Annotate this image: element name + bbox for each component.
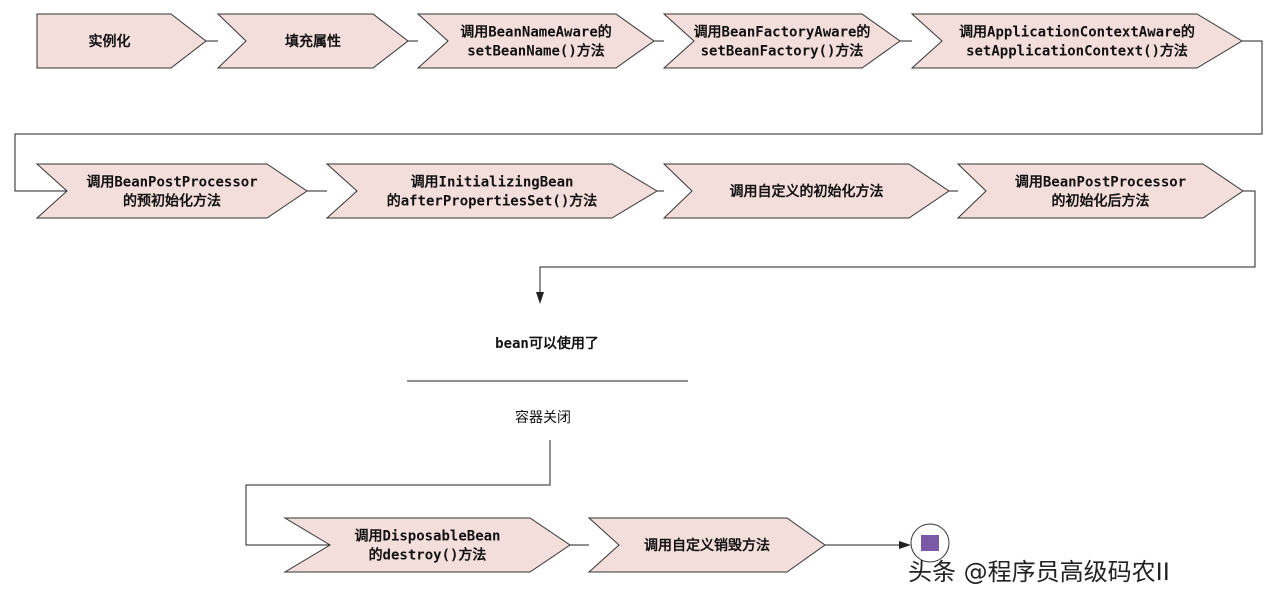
row3-step-2: 调用自定义销毁方法 (587, 517, 826, 573)
step-label: 填充属性 (285, 33, 341, 50)
row2-step-1: 调用BeanPostProcessor 的预初始化方法 (35, 163, 308, 219)
row1-step-4: 调用BeanFactoryAware的 setBeanFactory()方法 (662, 13, 901, 69)
step-label: 调用InitializingBean (411, 175, 574, 191)
row1-step-5: 调用ApplicationContextAware的 setApplication… (910, 13, 1243, 69)
step-label: setBeanName()方法 (467, 43, 605, 60)
arrow-to-end (899, 541, 911, 549)
step-label: 调用自定义销毁方法 (644, 537, 770, 554)
step-shape (662, 13, 901, 69)
step-shape (283, 517, 571, 573)
connector-close-row3 (245, 440, 551, 546)
row3-step-1: 调用DisposableBean 的destroy()方法 (283, 517, 571, 573)
step-label: setBeanFactory()方法 (701, 43, 864, 60)
step-shape (587, 517, 826, 573)
step-label: 调用自定义的初始化方法 (730, 183, 884, 200)
connector-row2-ready (539, 190, 1256, 300)
row1-step-2: 填充属性 (216, 13, 409, 69)
process-nodes: 实例化填充属性调用BeanNameAware的setBeanName()方法调用… (35, 13, 1244, 573)
step-shape (956, 163, 1244, 219)
container-close-label: 容器关闭 (515, 409, 571, 426)
step-label: 的预初始化方法 (123, 193, 221, 210)
step-shape (35, 163, 308, 219)
end-stop-icon (910, 523, 950, 563)
step-shape (325, 163, 658, 219)
step-label: 实例化 (89, 33, 131, 50)
step-label: 的afterPropertiesSet()方法 (387, 193, 598, 210)
row2-step-2: 调用InitializingBean 的afterPropertiesSet()方… (325, 163, 658, 219)
bean-ready-label: bean可以使用了 (495, 335, 599, 352)
watermark: 头条 @程序员高级码农II (908, 558, 1170, 586)
connectors (14, 40, 1263, 549)
step-shape (416, 13, 655, 69)
step-label: 的destroy()方法 (369, 547, 487, 564)
row1-step-1: 实例化 (36, 13, 207, 69)
step-label: 调用BeanNameAware的 (460, 24, 612, 41)
row2-step-4: 调用BeanPostProcessor 的初始化后方法 (956, 163, 1244, 219)
step-label: 调用BeanPostProcessor (1015, 175, 1186, 191)
step-shape (36, 13, 207, 69)
step-shape (662, 163, 950, 219)
row2-step-3: 调用自定义的初始化方法 (662, 163, 950, 219)
row1-step-3: 调用BeanNameAware的 setBeanName()方法 (416, 13, 655, 69)
step-label: setApplicationContext()方法 (966, 43, 1188, 60)
step-label: 调用ApplicationContextAware的 (959, 24, 1195, 41)
arrow-to-ready (536, 292, 544, 304)
step-label: 调用BeanFactoryAware的 (694, 24, 871, 41)
step-shape (910, 13, 1243, 69)
step-shape (216, 13, 409, 69)
step-label: 的初始化后方法 (1052, 193, 1150, 210)
step-label: 调用DisposableBean (354, 529, 500, 545)
connector-row1-row2 (14, 40, 1263, 192)
step-label: 调用BeanPostProcessor (86, 175, 257, 191)
